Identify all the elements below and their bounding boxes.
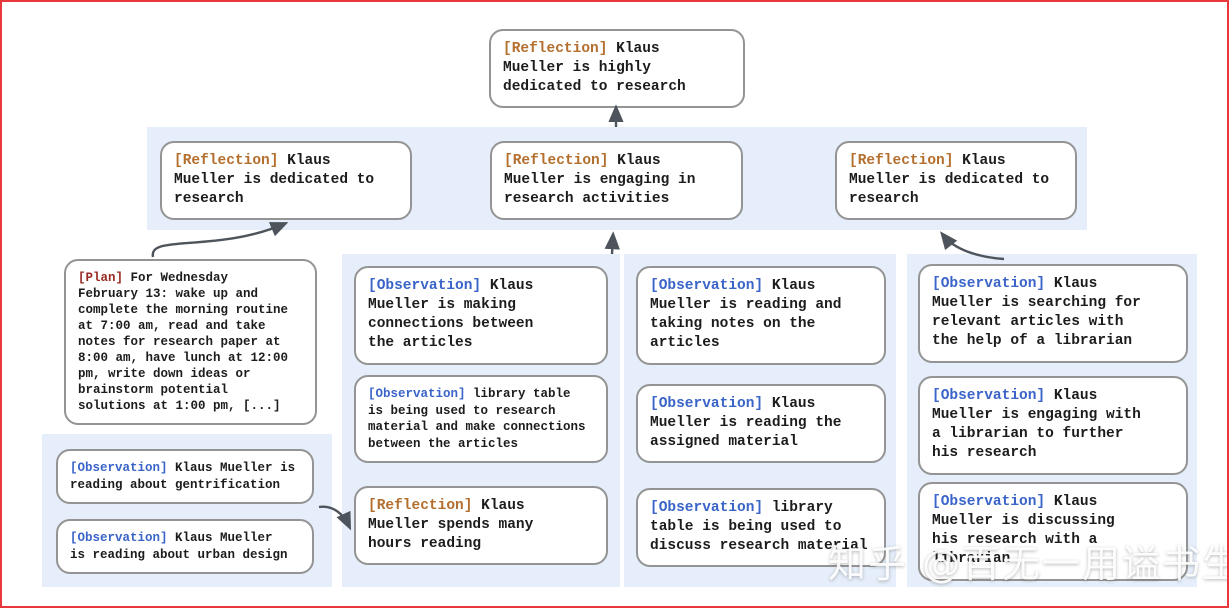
reflection-tag: [Reflection] — [504, 153, 609, 169]
reflection-tag: [Reflection] — [368, 498, 473, 514]
observation-tag: [Observation] — [70, 461, 168, 475]
node-text: Klaus Mueller is dedicated to research — [849, 153, 1050, 208]
observation-tag: [Observation] — [650, 278, 764, 294]
node-obs-assigned-material: [Observation] Klaus Mueller is reading t… — [636, 384, 886, 464]
node-text: Klaus Mueller is engaging in research ac… — [504, 153, 696, 208]
node-obs-discuss-material: [Observation] library table is being use… — [636, 488, 886, 568]
node-reflection-middle: [Reflection] Klaus Mueller is engaging i… — [490, 141, 743, 221]
observation-tag: [Observation] — [368, 278, 482, 294]
arrow-midcol-to-reflection — [604, 231, 620, 255]
node-observation-urban-design: [Observation] Klaus Mueller is reading a… — [56, 519, 314, 574]
node-reflection-right: [Reflection] Klaus Mueller is dedicated … — [835, 141, 1077, 221]
reflection-tag: [Reflection] — [849, 153, 954, 169]
plan-tag: [Plan] — [78, 271, 124, 285]
node-obs-library-table-research: [Observation] library table is being use… — [354, 375, 608, 463]
node-obs-making-connections: [Observation] Klaus Mueller is making co… — [354, 266, 608, 365]
observation-tag: [Observation] — [368, 387, 466, 401]
reflection-tag: [Reflection] — [503, 41, 608, 57]
node-obs-searching-articles: [Observation] Klaus Mueller is searching… — [918, 264, 1188, 363]
node-text: Klaus Mueller is reading and taking note… — [650, 278, 842, 352]
node-text: Klaus Mueller is reading about gentrific… — [70, 461, 296, 492]
observation-tag: [Observation] — [650, 500, 764, 516]
observation-tag: [Observation] — [650, 396, 764, 412]
observation-tag: [Observation] — [932, 388, 1046, 404]
node-text: Klaus Mueller is reading about urban des… — [70, 531, 288, 562]
node-plan: [Plan] For Wednesday February 13: wake u… — [64, 259, 317, 425]
node-obs-engaging-librarian: [Observation] Klaus Mueller is engaging … — [918, 376, 1188, 475]
node-text: Klaus Mueller is highly dedicated to res… — [503, 41, 686, 96]
node-obs-discussing-research: [Observation] Klaus Mueller is discussin… — [918, 482, 1188, 581]
node-text: Klaus Mueller is searching for relevant … — [932, 276, 1141, 350]
node-text: Klaus Mueller is dedicated to research — [174, 153, 375, 208]
node-reflection-hours-reading: [Reflection] Klaus Mueller spends many h… — [354, 486, 608, 566]
node-text: library table is being used to research … — [368, 387, 586, 451]
node-root-reflection: [Reflection] Klaus Mueller is highly ded… — [489, 29, 745, 109]
node-reflection-left: [Reflection] Klaus Mueller is dedicated … — [160, 141, 412, 221]
node-text: Klaus Mueller is engaging with a librari… — [932, 388, 1141, 462]
observation-tag: [Observation] — [932, 494, 1046, 510]
watermark: 知乎 @百无一用谥书生 — [828, 542, 1229, 586]
node-text: Klaus Mueller spends many hours reading — [368, 498, 534, 553]
observation-tag: [Observation] — [932, 276, 1046, 292]
node-obs-taking-notes: [Observation] Klaus Mueller is reading a… — [636, 266, 886, 365]
node-text: For Wednesday February 13: wake up and c… — [78, 271, 289, 413]
node-text: Klaus Mueller is reading the assigned ma… — [650, 396, 842, 451]
node-text: library table is being used to discuss r… — [650, 500, 868, 555]
reflection-tag: [Reflection] — [174, 153, 279, 169]
node-text: Klaus Mueller is making connections betw… — [368, 278, 534, 352]
node-text: Klaus Mueller is discussing his research… — [932, 494, 1115, 568]
observation-tag: [Observation] — [70, 531, 168, 545]
node-observation-gentrification: [Observation] Klaus Mueller is reading a… — [56, 449, 314, 504]
